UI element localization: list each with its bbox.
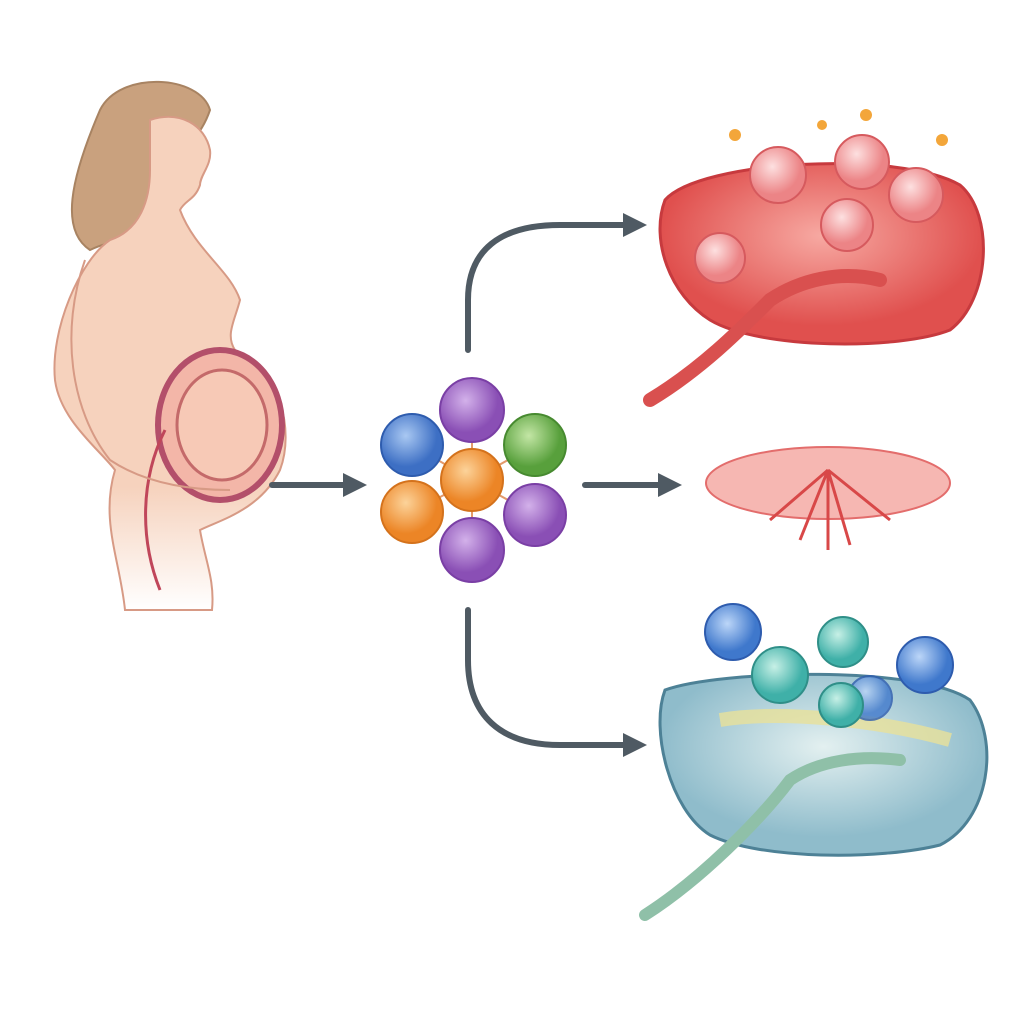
cell-purple-top [439,377,505,443]
red-cell [694,232,746,284]
blue-cell [896,636,954,694]
pregnant-woman-illustration [53,80,287,611]
placental-tissue-cross-section [705,446,951,550]
red-cell [834,134,890,190]
teal-cell [751,646,809,704]
cell-green [503,413,567,477]
red-cells [694,134,944,284]
inflamed-placenta-with-cells [643,109,985,407]
arrow-to-bottom-outcome [465,607,647,757]
placenta-with-blue-cells [639,603,989,921]
immune-cell-cluster [380,377,567,583]
red-cell [820,198,874,252]
arrows [269,213,682,757]
teal-cell [817,616,869,668]
arrow-to-top-outcome [465,213,647,353]
teal-cell [818,682,864,728]
umbilical-vessels [144,429,167,591]
cell-purple-bottom [439,517,505,583]
fetus [175,368,269,482]
cell-orange-left [380,480,444,544]
red-cell [888,167,944,223]
cell-blue [380,413,444,477]
arm [70,259,231,491]
blue-cell [704,603,762,661]
red-cell [749,146,807,204]
cell-orange-center [440,448,504,512]
cell-purple-right [503,483,567,547]
blue-cells [704,603,954,728]
tissue-vessels [769,468,891,550]
umbilical-cord-red [643,269,887,407]
cytokine-bursts [729,109,948,146]
umbilical-cord-blue [639,752,906,921]
